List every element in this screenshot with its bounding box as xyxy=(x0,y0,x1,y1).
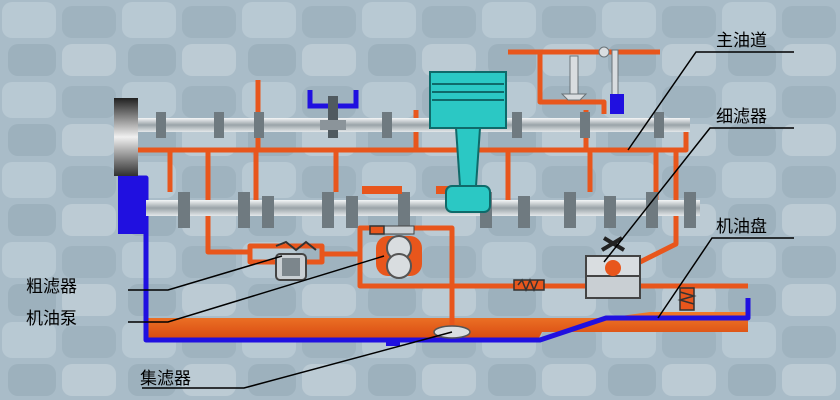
gallery-right xyxy=(638,122,689,265)
filter-feed xyxy=(205,150,250,255)
label-strainer: 集滤器 xyxy=(140,369,191,389)
flywheel xyxy=(114,98,138,176)
valve-train xyxy=(560,46,624,114)
label-oil-pump: 机油泵 xyxy=(26,309,77,329)
label-fine-filter: 细滤器 xyxy=(716,107,767,127)
label-oil-pan: 机油盘 xyxy=(716,217,767,237)
piston-assembly xyxy=(429,71,507,213)
pan-wall-left xyxy=(118,176,146,234)
crankshaft xyxy=(146,186,700,228)
leader-oil-pan xyxy=(657,237,794,319)
coarse-filter-loop xyxy=(247,243,325,265)
relief-valves xyxy=(369,225,697,311)
connecting-rod xyxy=(454,127,482,187)
oil-pump xyxy=(376,225,422,279)
pan-drain-plug xyxy=(386,338,400,346)
label-main-oil-gallery: 主油道 xyxy=(716,31,767,51)
fine-filter xyxy=(585,236,641,299)
leader-strainer xyxy=(142,331,453,389)
camshaft xyxy=(138,112,690,138)
label-coarse-filter: 粗滤器 xyxy=(26,277,77,297)
leader-main-oil-gallery xyxy=(627,51,794,151)
distributor-drive xyxy=(307,90,359,138)
leader-coarse-filter xyxy=(128,255,283,291)
upper-gallery xyxy=(508,49,660,114)
leader-oil-pump xyxy=(128,255,385,323)
leader-lines xyxy=(128,51,794,389)
coarse-filter xyxy=(275,240,317,281)
leader-fine-filter xyxy=(603,127,794,263)
